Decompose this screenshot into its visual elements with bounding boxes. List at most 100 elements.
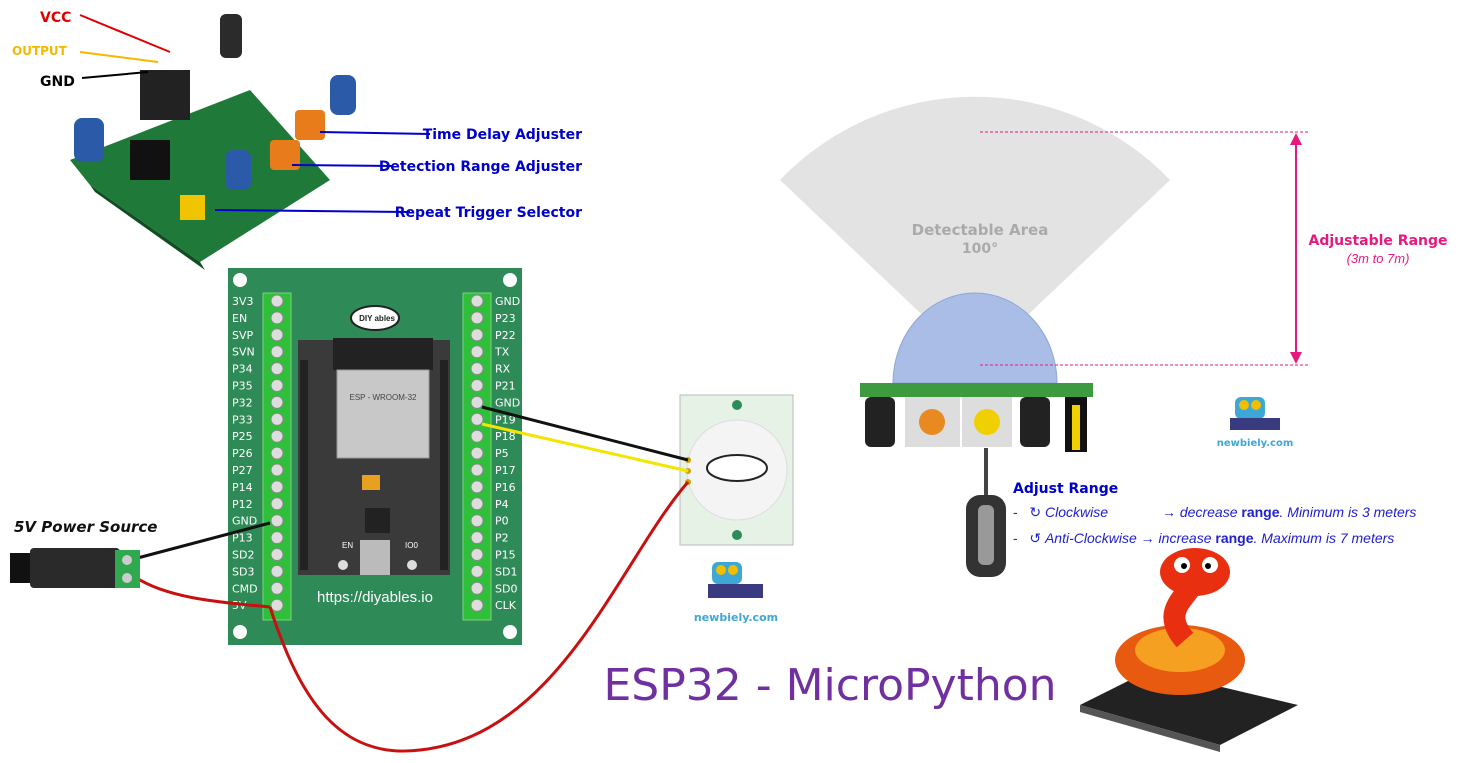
terminal-screw [270, 412, 284, 426]
pin-label: P19 [495, 413, 516, 426]
adjust-range-title: Adjust Range [1013, 481, 1118, 497]
terminal-screw [270, 514, 284, 528]
terminal-screw [470, 429, 484, 443]
vcc-arrow [79, 14, 171, 53]
terminal-screw [470, 362, 484, 376]
pin-label: P4 [495, 498, 509, 511]
pin-label: SD0 [495, 582, 517, 595]
terminal-screw [270, 598, 284, 612]
power-vcc-wire [134, 575, 271, 609]
terminal-screw [270, 531, 284, 545]
terminal-screw [270, 463, 284, 477]
pin-label: P23 [495, 312, 516, 325]
gnd-label: GND [40, 74, 75, 90]
pin-label: P15 [495, 549, 516, 562]
pin-label: SD2 [232, 549, 254, 562]
terminal-screw [270, 311, 284, 325]
pin-label: CLK [495, 599, 517, 612]
detectable-area-angle: 100° [962, 241, 998, 257]
time-delay-label: Time Delay Adjuster [423, 127, 582, 143]
terminal-screw [270, 362, 284, 376]
pir-sensor-side-view [860, 292, 1093, 452]
terminal-screw [470, 395, 484, 409]
pin-label: TX [494, 346, 510, 359]
pin-label: P21 [495, 380, 516, 393]
pin-label: P34 [232, 363, 253, 376]
vcc-wire [268, 481, 690, 753]
pin-label: RX [495, 363, 511, 376]
micropython-logo [1080, 548, 1298, 752]
vcc-label: VCC [40, 10, 71, 26]
power-gnd-wire [129, 521, 271, 562]
terminal-screw [270, 497, 284, 511]
right-pin-labels: GNDP23P22TXRXP21GNDP19P18P5P17P16P4P0P2P… [470, 294, 520, 612]
terminal-screw [270, 446, 284, 460]
trigger-arrow [214, 209, 411, 213]
terminal-screw [470, 328, 484, 342]
terminal-screw [470, 598, 484, 612]
detectable-area [780, 96, 1170, 365]
pin-label: P25 [232, 430, 253, 443]
pin-label: P27 [232, 464, 253, 477]
pin-label: P26 [232, 447, 253, 460]
output-label: OUTPUT [12, 44, 68, 58]
output-arrow [79, 51, 159, 63]
terminal-screw [470, 548, 484, 561]
terminal-screw [470, 581, 484, 595]
terminal-screw [470, 531, 484, 545]
newbiely-watermark: newbiely.com [1217, 438, 1294, 449]
range-arrow [291, 164, 393, 167]
adjustable-range-values: (3m to 7m) [1347, 251, 1410, 266]
newbiely-watermark: newbiely.com [694, 611, 778, 624]
gnd-arrow [81, 71, 149, 79]
pin-label: P2 [495, 532, 509, 545]
pin-label: GND [495, 396, 520, 409]
terminal-screw [470, 497, 484, 511]
terminal-screw [470, 480, 484, 494]
pin-label: P14 [232, 481, 253, 494]
pin-label: P16 [495, 481, 516, 494]
terminal-screw [470, 345, 484, 359]
adjustable-range-title: Adjustable Range [1309, 233, 1448, 249]
pin-label: P12 [232, 498, 253, 511]
terminal-screw [270, 395, 284, 409]
pin-label: EN [232, 312, 247, 325]
gnd-wire [481, 405, 689, 462]
anticlockwise-line: - ↺ Anti-Clockwise → increase range. Max… [1013, 530, 1394, 546]
pin-label: P13 [232, 532, 253, 545]
left-pin-labels: 3V3ENSVPSVNP34P35P32P33P25P26P27P14P12GN… [232, 294, 284, 612]
pin-label: P18 [495, 430, 516, 443]
pin-label: 3V3 [232, 295, 254, 308]
power-source-label: 5V Power Source [14, 518, 157, 536]
pin-label: GND [495, 295, 520, 308]
board-url: https://diyables.io [317, 589, 433, 606]
terminal-screw [470, 294, 484, 308]
io0-button-label: IO0 [405, 541, 418, 550]
terminal-screw [270, 294, 284, 308]
pir-module-photo [70, 14, 356, 270]
repeat-trigger-label: Repeat Trigger Selector [395, 205, 582, 221]
terminal-screw [470, 514, 484, 528]
newbiely-logo [708, 562, 763, 598]
pin-label: GND [232, 515, 257, 528]
signal-wire [481, 422, 689, 473]
detection-range-label: Detection Range Adjuster [379, 159, 582, 175]
terminal-screw [470, 311, 484, 325]
terminal-screw [470, 463, 484, 477]
terminal-screw [270, 379, 284, 392]
terminal-screw [270, 328, 284, 342]
terminal-screw [470, 446, 484, 460]
io0-button [407, 560, 417, 570]
pin-label: P5 [495, 447, 509, 460]
newbiely-logo [1230, 397, 1280, 430]
terminal-screw [270, 548, 284, 561]
page-title: ESP32 - MicroPython [603, 660, 1056, 711]
pin-label: P35 [232, 380, 253, 393]
terminal-screw [270, 480, 284, 494]
screwdriver-icon [966, 448, 1006, 577]
en-button [338, 560, 348, 570]
pin-label: SVP [232, 329, 254, 342]
en-button-label: EN [342, 541, 353, 550]
module-name: ESP - WROOM-32 [350, 393, 418, 402]
